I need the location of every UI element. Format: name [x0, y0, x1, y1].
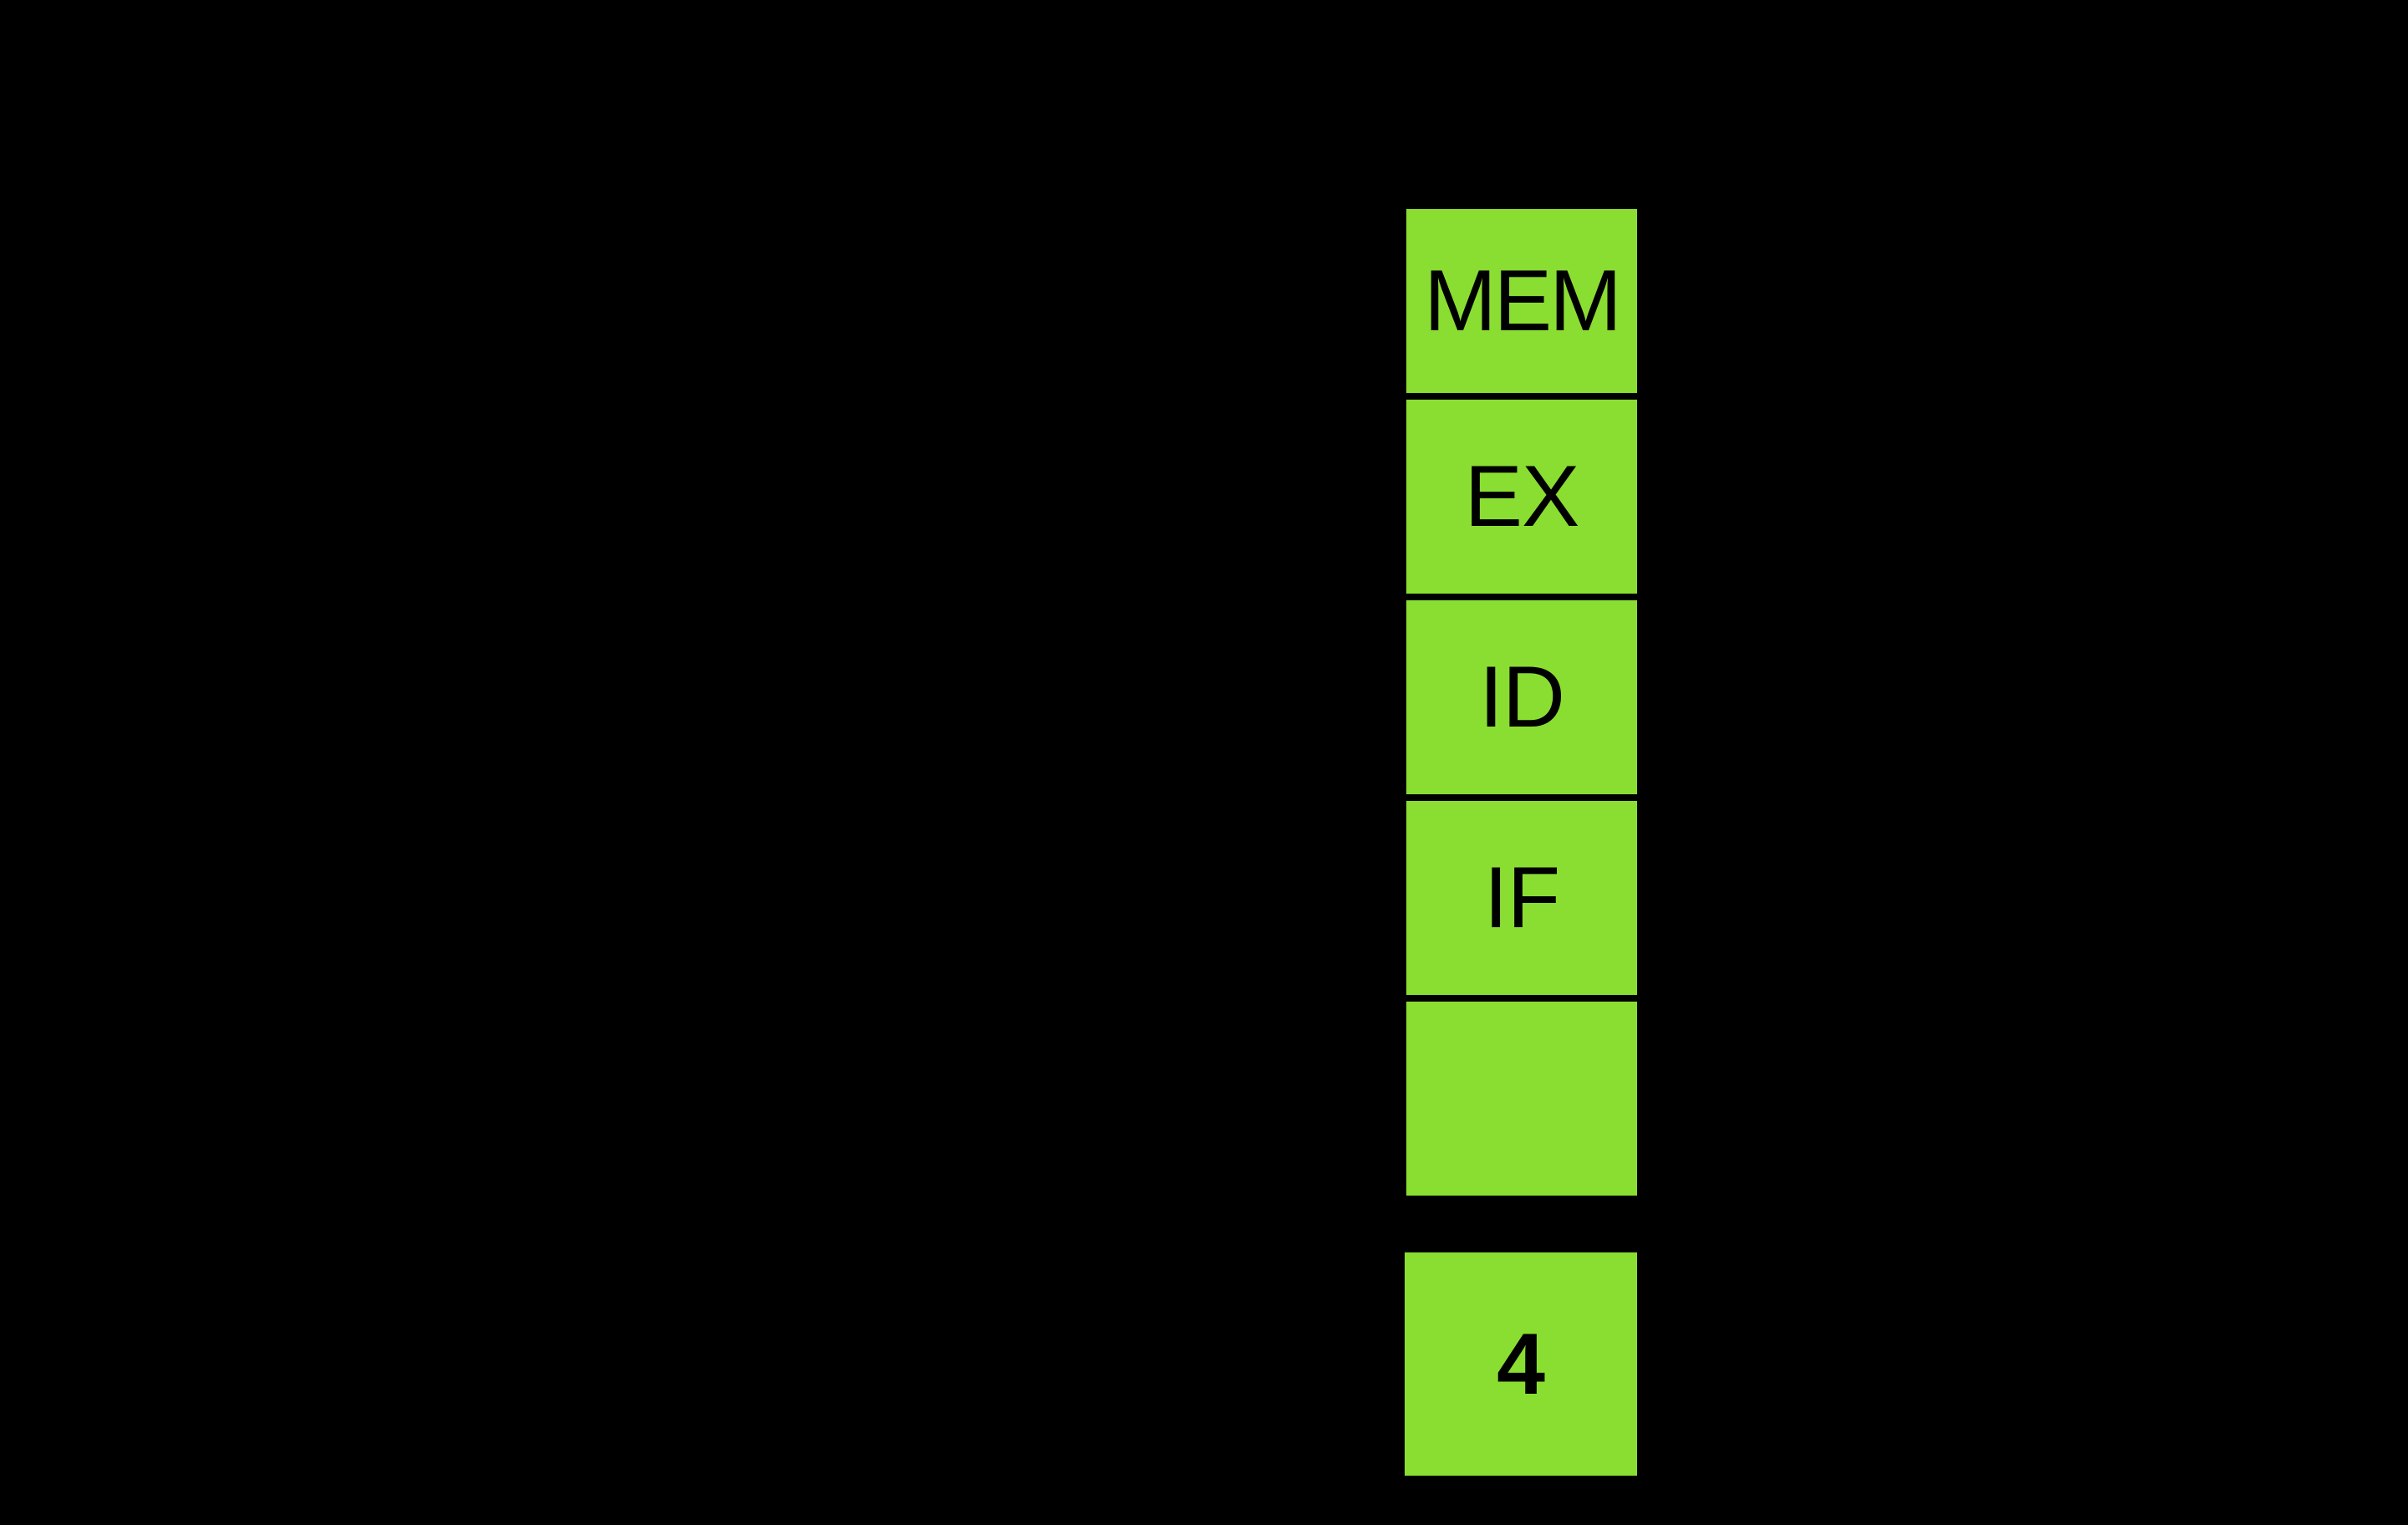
- pipeline-stage-cell-empty[interactable]: [1406, 1002, 1637, 1196]
- counter-box[interactable]: 4: [1405, 1252, 1637, 1476]
- pipeline-stage-label-id: ID: [1479, 649, 1565, 746]
- pipeline-stage-label-if: IF: [1483, 849, 1560, 946]
- pipeline-stage-cell-id[interactable]: ID: [1406, 600, 1637, 794]
- counter-value: 4: [1497, 1315, 1545, 1413]
- pipeline-stage-cell-ex[interactable]: EX: [1406, 400, 1637, 594]
- pipeline-stage-label-mem: MEM: [1424, 252, 1622, 349]
- pipeline-stage-label-ex: EX: [1464, 448, 1580, 545]
- pipeline-stage-cell-if[interactable]: IF: [1406, 801, 1637, 995]
- pipeline-stage-column: MEM EX ID IF: [1406, 209, 1637, 1196]
- pipeline-stage-cell-mem[interactable]: MEM: [1406, 209, 1637, 393]
